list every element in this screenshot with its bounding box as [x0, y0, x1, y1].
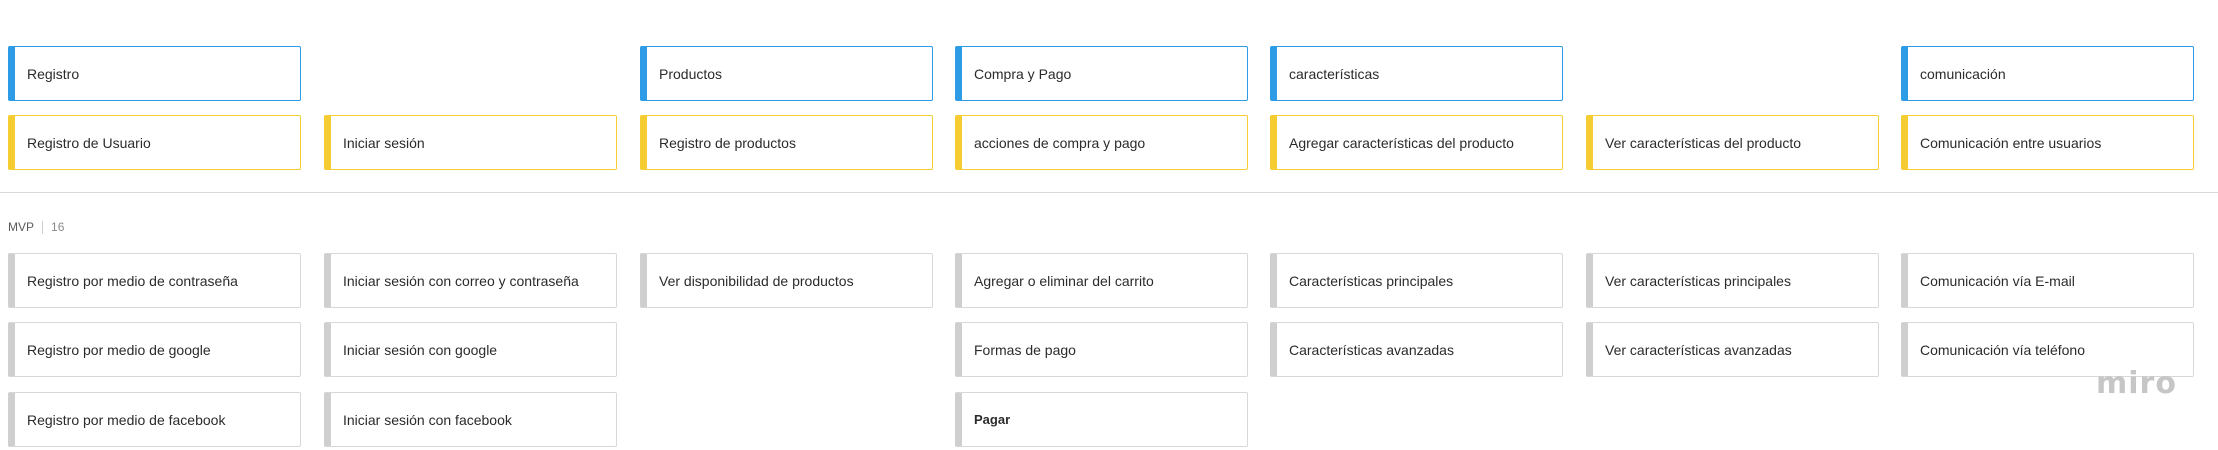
step-card-agregar-caracteristicas[interactable]: Agregar características del producto	[1270, 115, 1563, 170]
card-label: Comunicación vía teléfono	[1920, 341, 2085, 358]
card-label: comunicación	[1920, 65, 2006, 82]
card-label: Ver características principales	[1605, 272, 1791, 289]
story-card[interactable]: Comunicación vía E-mail	[1901, 253, 2194, 308]
card-label: Características principales	[1289, 272, 1454, 289]
card-label: Formas de pago	[974, 341, 1076, 358]
card-label: Ver características del producto	[1605, 134, 1802, 151]
release-divider	[0, 192, 2218, 193]
release-count: 16	[51, 220, 65, 234]
activity-card-productos[interactable]: Productos	[640, 46, 933, 101]
story-card[interactable]: Características avanzadas	[1270, 322, 1563, 377]
step-card-registro-de-productos[interactable]: Registro de productos	[640, 115, 933, 170]
activity-card-caracteristicas[interactable]: características	[1270, 46, 1563, 101]
card-label: Registro de productos	[659, 134, 796, 151]
card-label: Registro por medio de google	[27, 341, 211, 358]
story-card[interactable]: Registro por medio de contraseña	[8, 253, 301, 308]
card-label: Ver disponibilidad de productos	[659, 272, 854, 289]
card-label: Productos	[659, 65, 723, 82]
card-label: Registro	[27, 65, 80, 82]
card-label: Comunicación vía E-mail	[1920, 272, 2075, 289]
story-card[interactable]: Iniciar sesión con facebook	[324, 392, 617, 447]
story-card[interactable]: Registro por medio de facebook	[8, 392, 301, 447]
activity-card-registro[interactable]: Registro	[8, 46, 301, 101]
story-card[interactable]: Ver características principales	[1586, 253, 1879, 308]
story-card[interactable]: Ver disponibilidad de productos	[640, 253, 933, 308]
story-card[interactable]: Iniciar sesión con google	[324, 322, 617, 377]
story-card[interactable]: Iniciar sesión con correo y contraseña	[324, 253, 617, 308]
release-separator	[42, 220, 44, 234]
story-card[interactable]: Pagar	[955, 392, 1248, 447]
release-name: MVP	[8, 220, 35, 234]
card-label: Iniciar sesión con facebook	[343, 411, 512, 428]
card-label: acciones de compra y pago	[974, 134, 1146, 151]
card-label: Iniciar sesión con google	[343, 341, 498, 358]
card-label: Compra y Pago	[974, 65, 1072, 82]
miro-logo: miro	[2096, 366, 2177, 401]
step-card-registro-de-usuario[interactable]: Registro de Usuario	[8, 115, 301, 170]
card-label: características	[1289, 65, 1380, 82]
story-card[interactable]: Ver características avanzadas	[1586, 322, 1879, 377]
activity-card-comunicacion[interactable]: comunicación	[1901, 46, 2194, 101]
card-label: Registro por medio de facebook	[27, 411, 226, 428]
activity-card-compra-y-pago[interactable]: Compra y Pago	[955, 46, 1248, 101]
step-card-ver-caracteristicas[interactable]: Ver características del producto	[1586, 115, 1879, 170]
card-label: Iniciar sesión	[343, 134, 425, 151]
release-header[interactable]: MVP 16	[8, 220, 64, 234]
story-card[interactable]: Formas de pago	[955, 322, 1248, 377]
story-card[interactable]: Características principales	[1270, 253, 1563, 308]
card-label: Agregar características del producto	[1289, 134, 1514, 151]
card-label: Iniciar sesión con correo y contraseña	[343, 272, 579, 289]
step-card-acciones-de-compra-y-pago[interactable]: acciones de compra y pago	[955, 115, 1248, 170]
story-card[interactable]: Registro por medio de google	[8, 322, 301, 377]
card-label: Características avanzadas	[1289, 341, 1454, 358]
card-label: Pagar	[974, 412, 1011, 427]
story-card[interactable]: Comunicación vía teléfono	[1901, 322, 2194, 377]
card-label: Registro de Usuario	[27, 134, 151, 151]
step-card-iniciar-sesion[interactable]: Iniciar sesión	[324, 115, 617, 170]
step-card-comunicacion-entre-usuarios[interactable]: Comunicación entre usuarios	[1901, 115, 2194, 170]
card-label: Agregar o eliminar del carrito	[974, 272, 1154, 289]
card-label: Ver características avanzadas	[1605, 341, 1792, 358]
card-label: Registro por medio de contraseña	[27, 272, 238, 289]
story-card[interactable]: Agregar o eliminar del carrito	[955, 253, 1248, 308]
card-label: Comunicación entre usuarios	[1920, 134, 2102, 151]
